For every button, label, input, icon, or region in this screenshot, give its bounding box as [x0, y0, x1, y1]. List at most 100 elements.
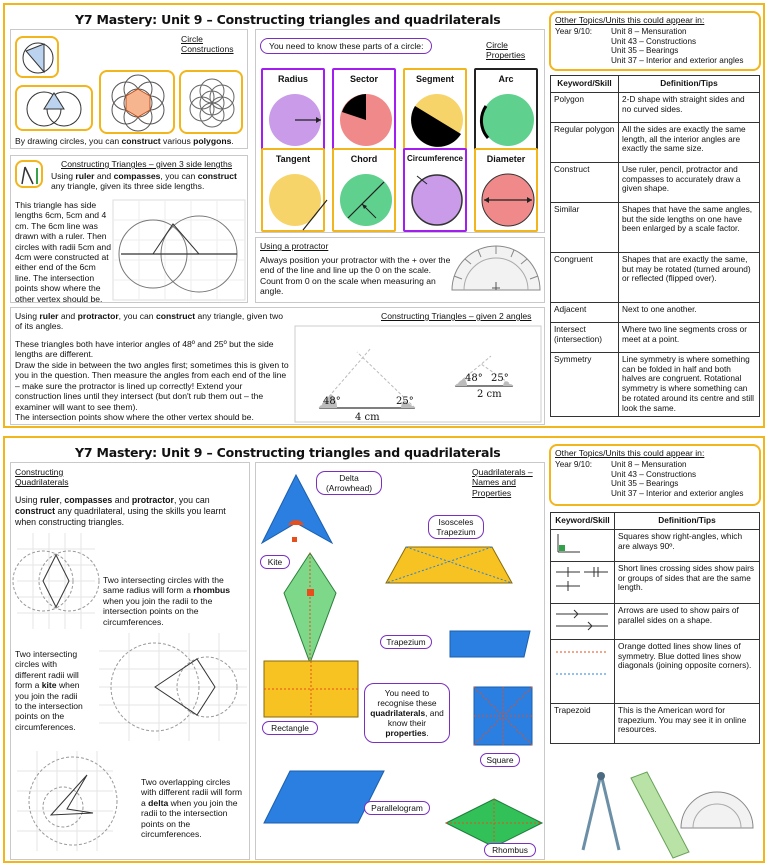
keyword-term: Regular polygon — [550, 121, 619, 163]
hexagon-flower-diagram — [111, 74, 165, 132]
caption-bold-construct: construct — [121, 136, 161, 146]
recognise-bold: properties — [385, 728, 427, 738]
card-label: Arc — [498, 74, 514, 84]
isosceles-label: Isosceles Trapezium — [428, 515, 484, 539]
intro-bold-protractor: protractor — [131, 495, 174, 505]
kite-text: Two intersecting circles with different … — [15, 649, 87, 732]
intro-text: any quadrilateral, using the skills you … — [15, 505, 226, 527]
big-angle-left-label: 48° — [323, 396, 341, 407]
quads-heading: Constructing Quadrilaterals — [15, 467, 69, 488]
intro-text: , you can — [118, 311, 156, 321]
circle-properties-heading: Circle Properties — [486, 40, 526, 61]
card-label: Chord — [350, 154, 378, 164]
rhombus-bold: rhombus — [193, 585, 231, 596]
unit-item: Unit 8 – Mensuration — [611, 460, 687, 469]
intro-bold-ruler: ruler — [75, 171, 95, 181]
page-two-title: Y7 Mastery: Unit 9 – Constructing triang… — [75, 445, 501, 460]
intro-text: Using — [15, 311, 40, 321]
card-sector: Sector — [332, 68, 396, 152]
card-circumference: Circumference — [403, 148, 467, 232]
two-angles-panel: Constructing Triangles – given 2 angles … — [10, 307, 545, 425]
circle-triangle-diagram — [22, 42, 54, 74]
rhombus-construction-diagram — [12, 533, 100, 629]
two-angles-heading: Constructing Triangles – given 2 angles — [381, 311, 532, 321]
keyword-definition: Next to one another. — [618, 301, 760, 323]
card-label: Sector — [349, 74, 378, 84]
page-one: Y7 Mastery: Unit 9 – Constructing triang… — [3, 3, 765, 428]
caption-text: By drawing circles, you can — [15, 136, 122, 146]
circle-properties-panel: You need to know these parts of a circle… — [255, 29, 545, 233]
delta-label: Delta (Arrowhead) — [316, 471, 382, 495]
rectangle-label-text: Rectangle — [271, 723, 309, 733]
rectangle-shape — [263, 660, 359, 718]
intro-text: Using — [15, 495, 40, 505]
small-angle-right-label: 25° — [491, 373, 509, 384]
three-sides-panel: Constructing Triangles – given 3 side le… — [10, 155, 248, 304]
protractor-heading: Using a protractor — [260, 241, 329, 251]
parallelogram-label: Parallelogram — [364, 801, 430, 815]
kite-text-part: Two intersecting circles with different … — [15, 649, 79, 691]
sector-diagram — [340, 94, 392, 146]
other-topics-units: Unit 8 – Mensuration Unit 43 – Construct… — [611, 460, 743, 498]
intro-text: and — [112, 495, 132, 505]
other-topics-year: Year 9/10: — [555, 27, 593, 36]
definition-col-header: Definition/Tips — [614, 512, 760, 530]
two-angles-body-1: These triangles both have interior angle… — [15, 339, 274, 360]
unit-item: Unit 37 – Interior and exterior angles — [611, 488, 744, 498]
intro-bold-construct: construct — [15, 505, 56, 516]
protractor-icon — [451, 245, 541, 291]
protractor-body: Always position your protractor with the… — [260, 255, 451, 297]
protractor-panel: Using a protractor Always position your … — [255, 237, 545, 303]
delta-construction-diagram — [17, 751, 118, 851]
tangent-diagram — [269, 174, 328, 231]
small-base-label: 2 cm — [477, 389, 502, 400]
three-sides-body: This triangle has side lengths 6cm, 5cm … — [15, 200, 111, 304]
other-topics-heading: Other Topics/Units this could appear in: — [555, 448, 705, 458]
unit-item: Unit 43 – Constructions — [611, 36, 697, 46]
card-label: Radius — [277, 74, 308, 84]
kite-construction-diagram — [99, 633, 247, 741]
square-label-text: Square — [486, 755, 514, 765]
table-row: Orange dotted lines show lines of symmet… — [550, 638, 760, 704]
geometry-tools-illustration — [581, 771, 754, 859]
keyword-definition: Orange dotted lines show lines of symmet… — [614, 638, 760, 704]
parallel-symbol-cell — [550, 602, 615, 640]
table-row: Intersect (intersection)Where two line s… — [550, 321, 760, 353]
keyword-term: Congruent — [550, 251, 619, 303]
intro-bold-ruler: ruler — [39, 495, 60, 505]
intro-text: and — [94, 171, 114, 181]
recognise-text: . — [426, 728, 429, 738]
card-label: Diameter — [486, 154, 526, 164]
two-circle-triangle-diagram — [26, 91, 82, 127]
parallelogram-label-text: Parallelogram — [371, 803, 423, 813]
square-shape — [473, 686, 533, 746]
kite-shape — [283, 552, 337, 665]
unit-item: Unit 35 – Bearings — [611, 46, 679, 56]
other-topics-units: Unit 8 – Mensuration Unit 43 – Construct… — [611, 27, 743, 65]
compass-icon-box — [15, 160, 43, 188]
small-angle-left-label: 48° — [465, 373, 483, 384]
keyword-term: Adjacent — [550, 301, 619, 323]
circle-constructions-panel: Circle Constructions — [10, 29, 248, 149]
kite-bold: kite — [41, 680, 57, 691]
keyword-definition: Arrows are used to show pairs of paralle… — [614, 602, 760, 640]
quad-shapes-heading: Quadrilaterals – Names and Properties — [472, 467, 533, 498]
equal-length-symbol-cell — [550, 560, 615, 604]
circumference-diagram — [411, 174, 463, 226]
rhombus-text-part: when you join the radii to the intersect… — [103, 595, 213, 627]
delta-shape — [260, 473, 334, 545]
keyword-table-header: Keyword/Skill Definition/Tips — [550, 512, 760, 530]
protractor-icon — [680, 791, 754, 829]
big-base-label: 4 cm — [355, 412, 380, 423]
card-arc: Arc — [474, 68, 538, 152]
circle-properties-intro: You need to know these parts of a circle… — [260, 38, 433, 54]
parallel-arrows-icon — [556, 609, 608, 631]
delta-label-text: Delta (Arrowhead) — [325, 473, 373, 493]
rhombus-label: Rhombus — [484, 843, 536, 857]
three-sides-construction-diagram — [112, 199, 246, 301]
caption-text: . — [231, 136, 234, 146]
card-label: Tangent — [275, 154, 311, 164]
